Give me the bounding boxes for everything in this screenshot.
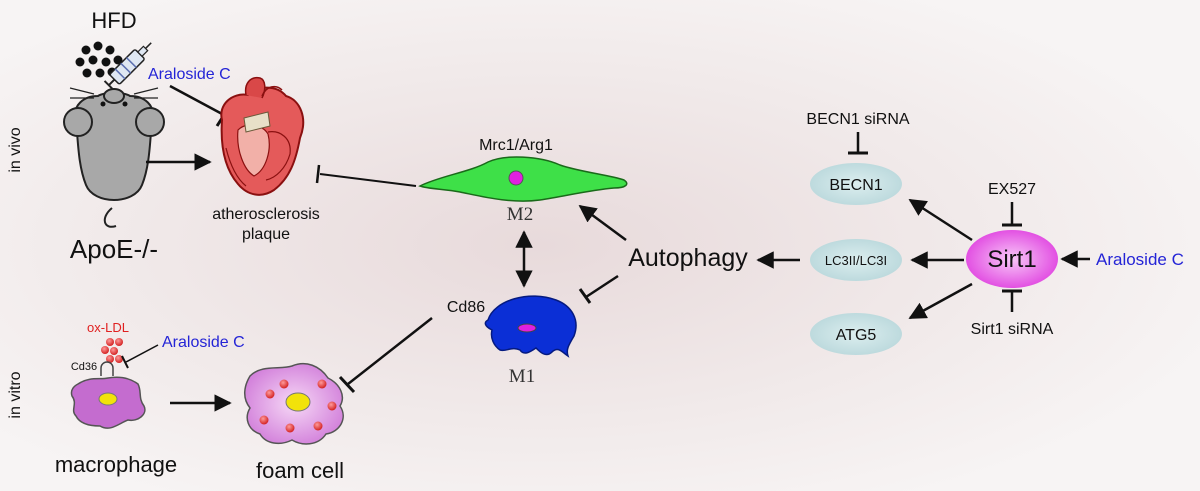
autophagy-label: Autophagy xyxy=(628,244,748,272)
m1-nucleus xyxy=(517,323,537,333)
plaque-label: plaque xyxy=(242,226,290,243)
m1-label: M1 xyxy=(509,366,535,387)
lc3-node xyxy=(810,239,902,281)
cd36-label: Cd36 xyxy=(71,361,97,373)
inhibit-bar-foam xyxy=(338,375,356,394)
m2-label: M2 xyxy=(507,204,533,225)
arrow-sirt1-to-atg5 xyxy=(908,282,973,320)
ex527-label: EX527 xyxy=(988,181,1036,198)
inhibit-m2-plaque xyxy=(319,173,417,187)
inhibit-autophagy-m1 xyxy=(585,274,619,299)
cd36-receptor-icon xyxy=(100,361,114,376)
syringe-icon xyxy=(103,42,152,91)
araloside-c-top: Araloside C xyxy=(148,66,231,83)
arrow-autophagy-to-m2 xyxy=(578,204,627,242)
inhibit-araloside-heart xyxy=(169,84,225,117)
mrc1-arg1-label: Mrc1/Arg1 xyxy=(479,137,553,154)
sirt1-sirna-label: Sirt1 siRNA xyxy=(971,321,1054,338)
inhibit-bar-plaque xyxy=(315,164,321,184)
araloside-c-right: Araloside C xyxy=(1096,250,1184,269)
hfd-label: HFD xyxy=(91,8,136,33)
macrophage-nucleus xyxy=(98,392,118,406)
inhibit-araloside-cd36 xyxy=(125,344,159,363)
foam-cell-label: foam cell xyxy=(256,458,344,483)
apoe-label: ApoE-/- xyxy=(70,234,158,264)
sirt1-node xyxy=(966,230,1058,288)
cd86-label: Cd86 xyxy=(447,299,485,316)
in-vivo-label: in vivo xyxy=(7,127,24,172)
ox-ldl-particles-icon xyxy=(101,338,123,363)
foam-cell-nucleus xyxy=(285,392,311,412)
macrophage-label: macrophage xyxy=(55,452,177,477)
atg5-label: ATG5 xyxy=(836,327,877,344)
in-vitro-label: in vitro xyxy=(7,371,24,418)
becn1-node xyxy=(810,163,902,205)
inhibit-bar-cd36 xyxy=(121,355,129,369)
mouse-icon xyxy=(63,87,165,228)
atg5-node xyxy=(810,313,902,355)
inhibit-bar-m1 xyxy=(578,288,592,304)
becn1-label: BECN1 xyxy=(829,177,882,194)
atherosclerosis-label: atherosclerosis xyxy=(212,206,320,223)
sirt1-label: Sirt1 xyxy=(987,246,1036,273)
heart-icon xyxy=(220,76,305,196)
inhibit-m1-foam xyxy=(347,317,433,385)
becn1-sirna-label: BECN1 siRNA xyxy=(806,111,909,128)
ox-ldl-label: ox-LDL xyxy=(87,320,129,335)
lc3-label: LC3II/LC3I xyxy=(825,253,887,268)
araloside-c-mid: Araloside C xyxy=(162,334,245,351)
hfd-pellets-icon xyxy=(75,41,123,78)
m2-nucleus xyxy=(508,170,524,186)
foam-cell-lipid-droplets xyxy=(259,379,337,433)
arrow-sirt1-to-becn1 xyxy=(908,198,973,242)
